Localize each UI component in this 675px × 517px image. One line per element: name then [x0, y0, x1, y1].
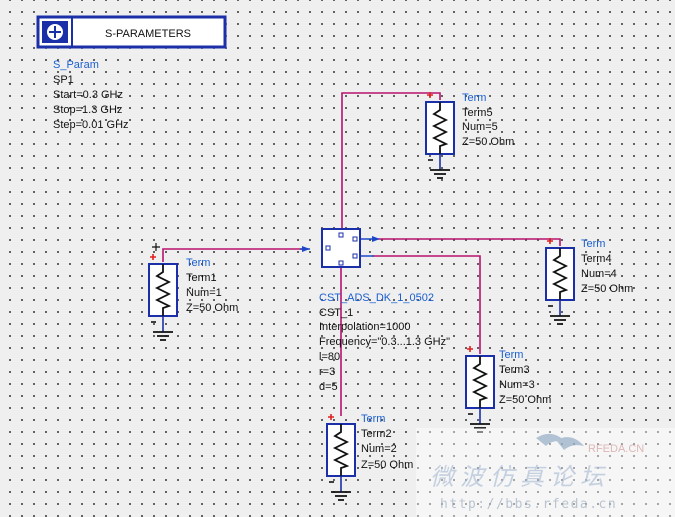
term1[interactable]: Term Term1 Num=1 Z=50 Ohm [148, 243, 238, 341]
watermark-logo-text: 微波仿真论坛 [430, 463, 610, 491]
component-interpolation: Interpolation=1000 [319, 321, 410, 333]
wire-term3 [372, 255, 481, 354]
term3-name: Term3 [499, 364, 530, 376]
term4-impedance: Z=50 Ohm [581, 283, 633, 295]
wire-term4 [372, 238, 561, 246]
term5-type: Term [462, 92, 486, 104]
term3-impedance: Z=50 Ohm [499, 394, 551, 406]
term1-name: Term1 [186, 272, 217, 284]
component-name: CST_1 [319, 307, 353, 319]
sp-param-stop: Stop=1.3 GHz [53, 104, 122, 116]
cst-component-params: CST_ADS_DK_1_0502 CST_1 Interpolation=10… [319, 292, 450, 393]
term4-name: Term4 [581, 253, 612, 265]
watermark: RFEDA.CN 微波仿真论坛 http://bbs.rfeda.cn [416, 428, 675, 517]
term1-type: Term [186, 257, 210, 269]
sp-controller-icon [42, 21, 68, 43]
bird-logo-icon [536, 433, 584, 450]
plus-marker [152, 243, 160, 251]
term2-num: Num=2 [361, 443, 397, 455]
sp-controller-params: S_Param SP1 Start=0.3 GHz Stop=1.3 GHz S… [53, 59, 129, 131]
term2-type: Term [361, 413, 385, 425]
term4[interactable]: Term Term4 Num=4 Z=50 Ohm [545, 237, 633, 325]
term5-num: Num=5 [462, 121, 498, 133]
watermark-url: http://bbs.rfeda.cn [440, 497, 617, 512]
component-l: l=80 [319, 351, 340, 363]
component-d: d=5 [319, 381, 338, 393]
term5[interactable]: Term Term5 Num=5 Z=50 Ohm [425, 91, 514, 179]
cst-component[interactable] [302, 228, 380, 268]
component-type: CST_ADS_DK_1_0502 [319, 292, 434, 304]
wire-term1 [162, 248, 308, 262]
wires [162, 92, 561, 416]
sp-param-step: Step=0.01 GHz [53, 119, 129, 131]
wire-term5 [341, 92, 441, 228]
term1-impedance: Z=50 Ohm [186, 302, 238, 314]
sp-controller-title: S-PARAMETERS [105, 28, 191, 40]
watermark-site: RFEDA.CN [588, 443, 644, 455]
term2-impedance: Z=50 Ohm [361, 459, 413, 471]
term5-name: Term5 [462, 107, 493, 119]
term5-impedance: Z=50 Ohm [462, 136, 514, 148]
term4-num: Num=4 [581, 268, 617, 280]
term2-name: Term2 [361, 428, 392, 440]
term3-num: Num=3 [499, 379, 535, 391]
term3[interactable]: Term Term3 Num=3 Z=50 Ohm [465, 345, 551, 433]
term3-type: Term [499, 349, 523, 361]
sp-param-name: SP1 [53, 74, 74, 86]
term4-type: Term [581, 238, 605, 250]
sp-controller-block[interactable]: S-PARAMETERS [36, 15, 227, 49]
sp-param-type: S_Param [53, 59, 99, 71]
component-r: r=3 [319, 366, 335, 378]
term2[interactable]: Term Term2 Num=2 Z=50 Ohm [326, 413, 413, 501]
component-frequency: Frequency="0.3...1.3 GHz" [319, 336, 450, 348]
term1-num: Num=1 [186, 287, 222, 299]
sp-param-start: Start=0.3 GHz [53, 89, 123, 101]
